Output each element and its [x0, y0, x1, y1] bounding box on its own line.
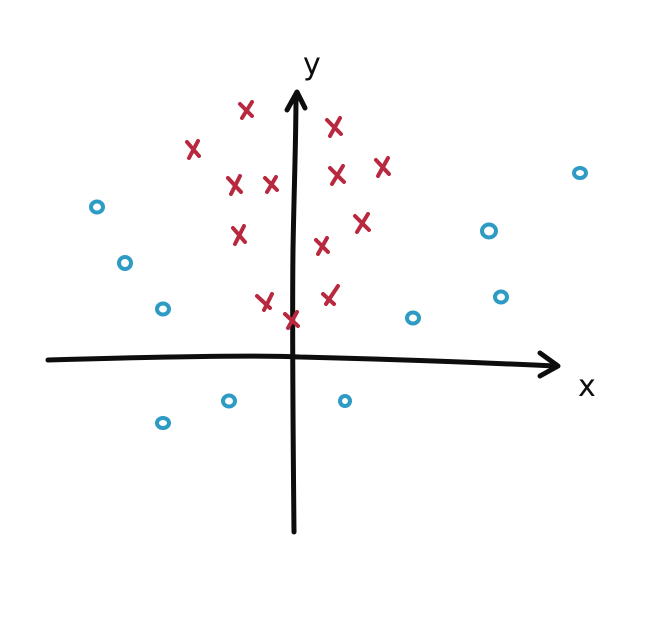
circle-marker — [89, 199, 105, 215]
x-axis — [45, 350, 561, 379]
circle-markers — [89, 166, 588, 430]
circle-marker — [338, 394, 352, 408]
cross-marker — [238, 100, 254, 120]
cross-marker — [374, 156, 391, 178]
circle-marker — [572, 166, 588, 180]
y-axis-label: y — [303, 47, 321, 82]
y-axis — [284, 89, 308, 535]
circle-marker — [405, 310, 421, 326]
cross-marker — [283, 310, 300, 330]
x-axis-line — [45, 353, 558, 369]
circle-marker — [155, 301, 171, 317]
cross-marker — [185, 139, 201, 160]
x-axis-arrowhead — [537, 350, 561, 379]
cross-markers — [185, 100, 391, 330]
cross-marker — [255, 292, 274, 312]
cross-marker — [325, 116, 343, 138]
circle-marker — [480, 222, 498, 240]
cross-marker — [321, 284, 340, 306]
cross-marker — [231, 224, 247, 246]
y-axis-arrowhead — [284, 89, 308, 113]
cross-marker — [328, 164, 346, 186]
y-axis-line — [290, 92, 299, 535]
circle-marker — [221, 393, 237, 409]
circle-marker — [493, 289, 509, 305]
cross-marker — [226, 174, 243, 196]
circle-marker — [155, 416, 171, 430]
circle-marker — [117, 255, 133, 271]
cross-marker — [353, 212, 371, 234]
cross-marker — [263, 175, 279, 194]
x-axis-label: x — [578, 369, 596, 404]
cross-marker — [314, 236, 330, 256]
